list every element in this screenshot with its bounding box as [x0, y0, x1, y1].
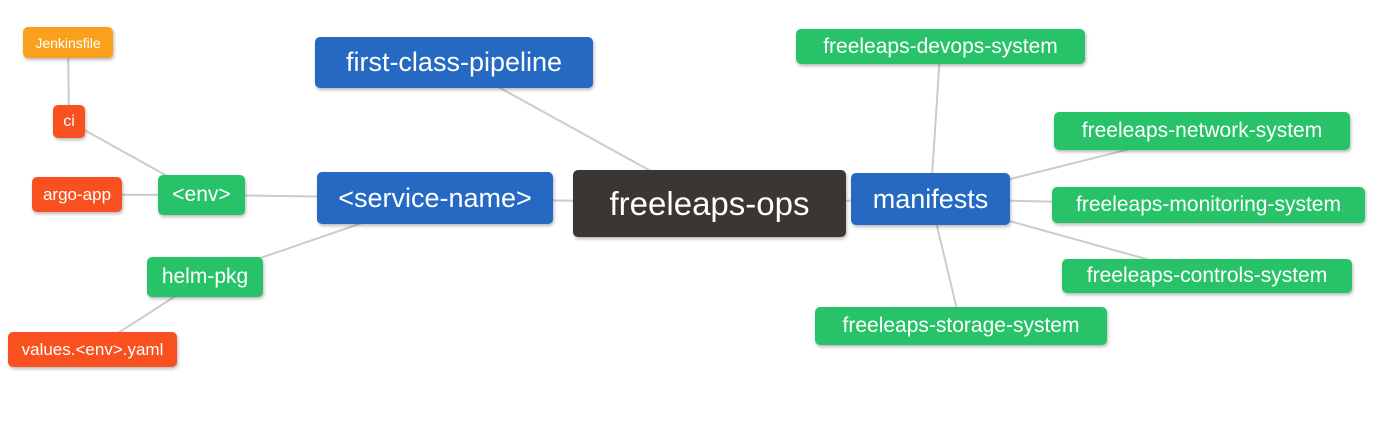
node-manifests[interactable]: manifests	[851, 173, 1010, 225]
node-argo-app[interactable]: argo-app	[32, 177, 122, 212]
node-freeleaps-network-system[interactable]: freeleaps-network-system	[1054, 112, 1350, 150]
node-helm-pkg[interactable]: helm-pkg	[147, 257, 263, 297]
node-env[interactable]: <env>	[158, 175, 245, 215]
node-first-class-pipeline[interactable]: first-class-pipeline	[315, 37, 593, 88]
node-freeleaps-devops-system[interactable]: freeleaps-devops-system	[796, 29, 1085, 64]
node-freeleaps-monitoring-system[interactable]: freeleaps-monitoring-system	[1052, 187, 1365, 223]
node-freeleaps-controls-system[interactable]: freeleaps-controls-system	[1062, 259, 1352, 293]
node-freeleaps-ops-root[interactable]: freeleaps-ops	[573, 170, 846, 237]
node-freeleaps-storage-system[interactable]: freeleaps-storage-system	[815, 307, 1107, 345]
node-service-name[interactable]: <service-name>	[317, 172, 553, 224]
node-jenkinsfile[interactable]: Jenkinsfile	[23, 27, 113, 58]
node-values-env-yaml[interactable]: values.<env>.yaml	[8, 332, 177, 367]
node-ci[interactable]: ci	[53, 105, 85, 138]
